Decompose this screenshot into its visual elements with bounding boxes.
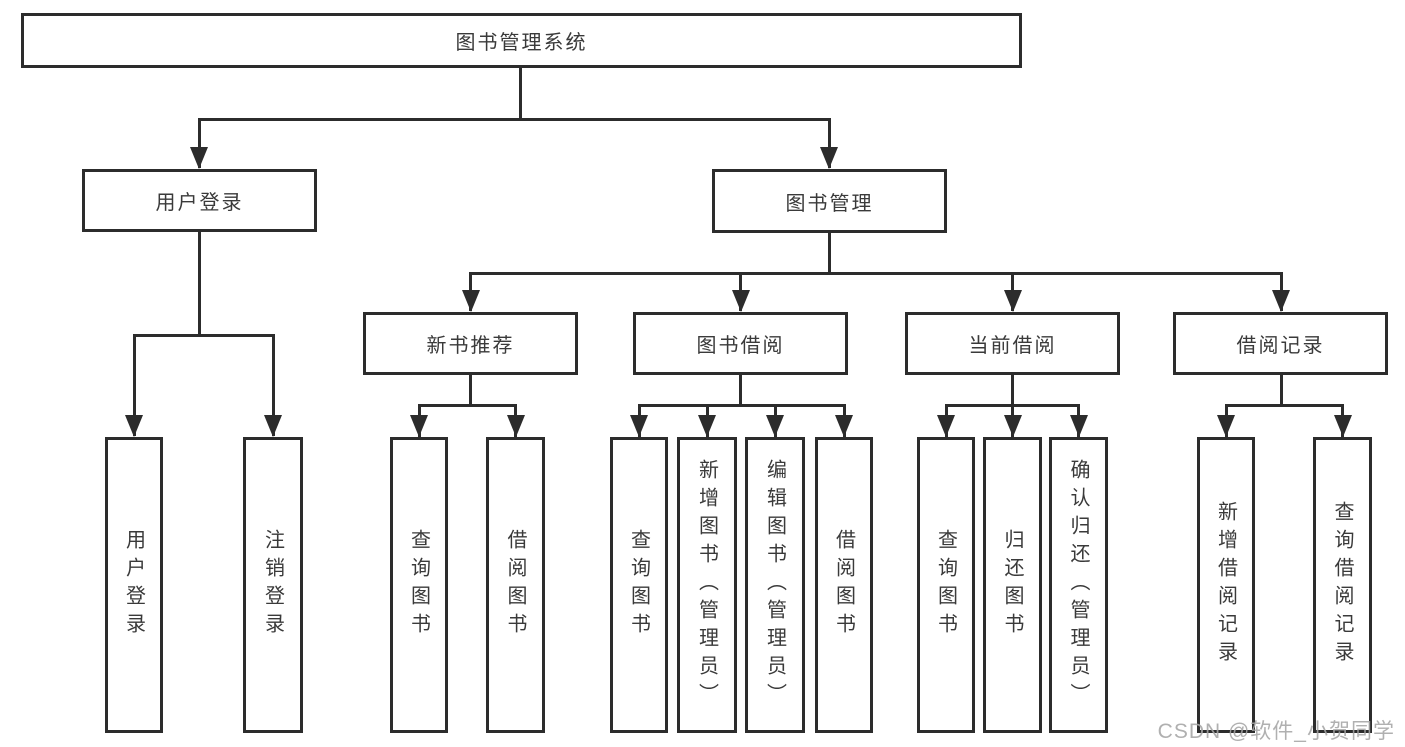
leaf-borrow-books-2: 借阅图书 (815, 437, 873, 733)
connector-userlogin-branch (133, 334, 274, 337)
connector-drop-leaf-logout (271, 334, 275, 436)
arrowhead-user-login (190, 147, 208, 169)
leaf-edit-books-admin-label: 编辑图书（管理员） (763, 459, 786, 711)
connector-root-trunk (519, 68, 522, 119)
leaf-confirm-return-admin-label: 确认归还（管理员） (1067, 459, 1089, 711)
arrowhead-edit-books (766, 415, 784, 437)
arrowhead-borrow-books-1 (506, 415, 525, 437)
connector-newbook-branch (417, 404, 517, 407)
leaf-query-books-1-label: 查询图书 (407, 529, 430, 641)
leaf-borrow-books-1-label: 借阅图书 (504, 529, 526, 641)
leaf-confirm-return-admin: 确认归还（管理员） (1049, 437, 1108, 733)
arrowhead-current-borrow (1003, 290, 1022, 312)
arrowhead-query-books-3 (937, 415, 955, 437)
node-root-label: 图书管理系统 (455, 32, 588, 54)
arrowhead-leaf-user-login (125, 415, 143, 437)
arrowhead-book-borrow (731, 290, 750, 312)
arrowhead-add-books (698, 415, 716, 437)
node-book-management-label: 图书管理 (785, 192, 874, 215)
connector-bookborrow-trunk (739, 375, 742, 406)
node-user-login-label: 用户登录 (155, 192, 244, 214)
leaf-add-borrow-record: 新增借阅记录 (1197, 437, 1255, 733)
node-root: 图书管理系统 (21, 13, 1022, 68)
arrowhead-borrow-record (1272, 290, 1290, 312)
arrowhead-book-management (820, 147, 838, 169)
node-book-borrow-label: 图书借阅 (696, 335, 785, 357)
leaf-borrow-books-2-label: 借阅图书 (832, 529, 855, 641)
leaf-query-books-3-label: 查询图书 (934, 529, 957, 641)
node-borrow-record-label: 借阅记录 (1236, 335, 1325, 357)
leaf-query-books-1: 查询图书 (390, 437, 448, 733)
arrowhead-new-book-recommend (461, 290, 480, 312)
connector-root-branch (198, 118, 831, 121)
connector-bookmgmt-branch (469, 272, 1282, 275)
leaf-query-borrow-record-label: 查询借阅记录 (1331, 501, 1353, 669)
node-book-borrow: 图书借阅 (633, 312, 848, 375)
leaf-borrow-books-1: 借阅图书 (486, 437, 545, 733)
node-book-management: 图书管理 (712, 169, 947, 233)
arrowhead-borrow-books-2 (835, 415, 853, 437)
leaf-query-books-2-label: 查询图书 (627, 529, 650, 641)
connector-currentborrow-trunk (1011, 375, 1014, 406)
connector-drop-user-login (198, 118, 201, 168)
arrowhead-query-record (1333, 415, 1352, 437)
node-new-book-recommend-label: 新书推荐 (426, 335, 515, 357)
leaf-return-books: 归还图书 (983, 437, 1042, 733)
arrowhead-return-books (1003, 415, 1022, 437)
node-user-login: 用户登录 (82, 169, 317, 232)
arrowhead-query-books-2 (630, 415, 648, 437)
leaf-return-books-label: 归还图书 (1001, 529, 1023, 641)
leaf-add-books-admin: 新增图书（管理员） (677, 437, 737, 733)
arrowhead-confirm-return (1069, 415, 1088, 437)
leaf-user-login: 用户登录 (105, 437, 163, 733)
connector-borrowrecord-trunk (1279, 375, 1283, 406)
connector-drop-leaf-user-login (132, 334, 136, 436)
connector-userlogin-trunk (198, 232, 201, 335)
connector-borrowrecord-branch (1224, 404, 1344, 407)
leaf-query-borrow-record: 查询借阅记录 (1313, 437, 1372, 733)
leaf-logout-label: 注销登录 (261, 529, 284, 641)
node-current-borrow-label: 当前借阅 (968, 335, 1057, 357)
arrowhead-query-books-1 (410, 415, 428, 437)
leaf-logout: 注销登录 (243, 437, 303, 733)
node-new-book-recommend: 新书推荐 (363, 312, 578, 375)
leaf-edit-books-admin: 编辑图书（管理员） (745, 437, 805, 733)
leaf-user-login-label: 用户登录 (122, 529, 145, 641)
leaf-query-books-3: 查询图书 (917, 437, 975, 733)
leaf-query-books-2: 查询图书 (610, 437, 668, 733)
connector-bookmgmt-trunk (828, 233, 831, 274)
arrowhead-leaf-logout (264, 415, 282, 437)
node-current-borrow: 当前借阅 (905, 312, 1120, 375)
node-borrow-record: 借阅记录 (1173, 312, 1388, 375)
leaf-add-books-admin-label: 新增图书（管理员） (695, 459, 718, 711)
connector-drop-book-management (828, 118, 831, 168)
leaf-add-borrow-record-label: 新增借阅记录 (1214, 501, 1237, 669)
csdn-watermark: CSDN @软件_小贺同学 (1157, 720, 1395, 743)
arrowhead-add-record (1217, 415, 1235, 437)
connector-newbook-trunk (469, 375, 472, 406)
connector-bookborrow-branch (637, 404, 845, 407)
